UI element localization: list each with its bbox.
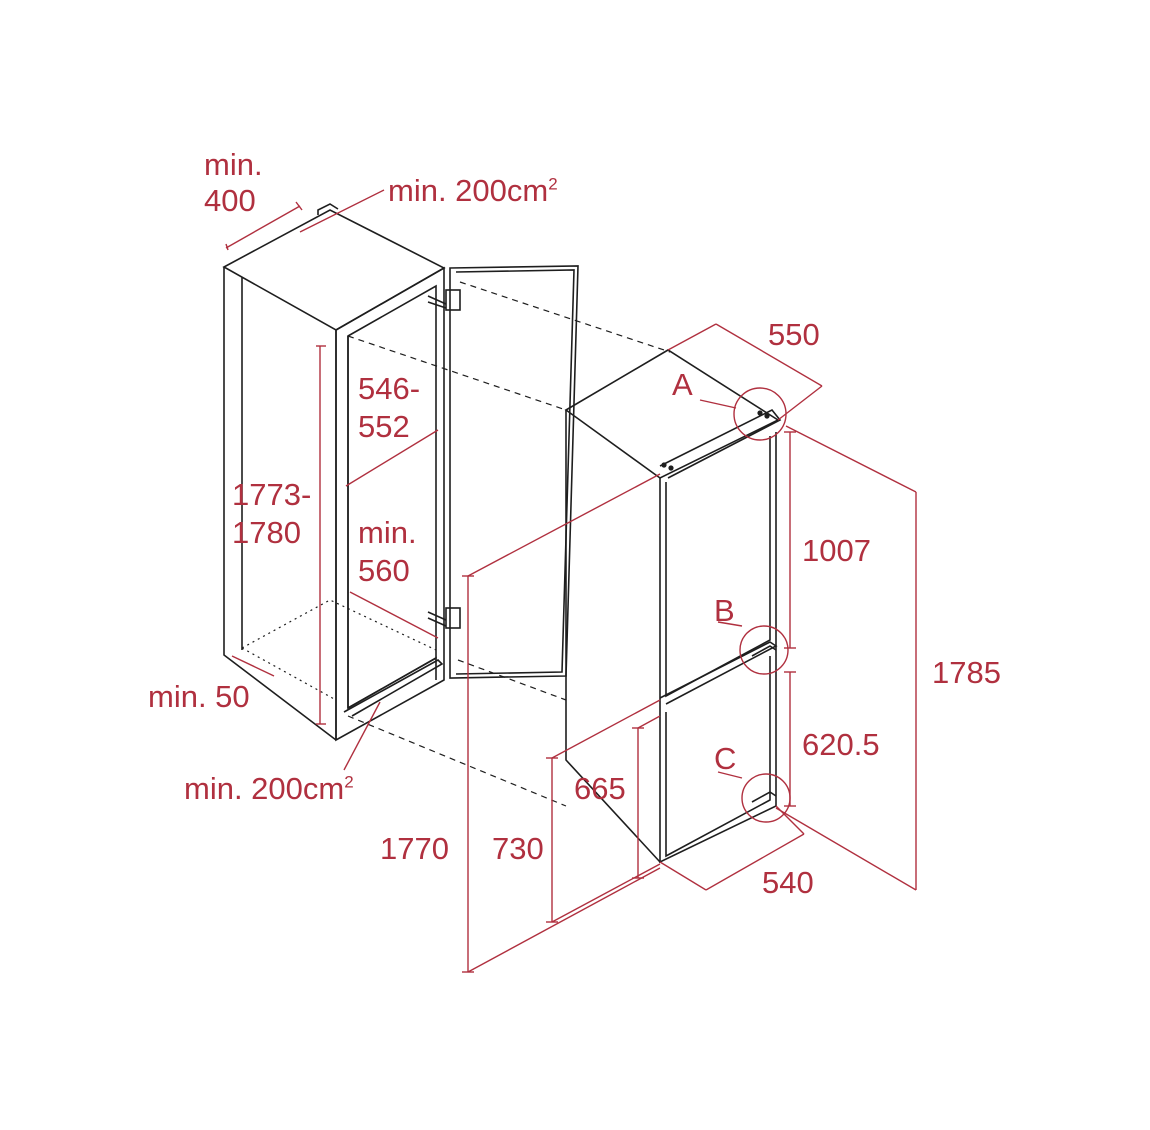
min-400-label-line1: min.: [204, 147, 263, 182]
fridge-appliance: [564, 349, 782, 864]
min-400-label-line2: 400: [204, 183, 256, 218]
detail-c-label: C: [714, 741, 737, 776]
vent-top-text: min. 200cm: [388, 173, 549, 208]
vent-top-label: min. 200cm2: [388, 172, 558, 210]
niche-cabinet: [222, 203, 446, 742]
assembly-dashed-lines: [347, 281, 671, 807]
vent-top-superscript: 2: [548, 174, 558, 194]
min-50-label: min. 50: [148, 679, 250, 714]
detail-a-label: A: [672, 367, 693, 402]
vent-bottom-label: min. 200cm2: [184, 770, 354, 808]
detail-b-label: B: [714, 593, 735, 628]
niche-width-label-line1: min.: [358, 515, 417, 550]
vent-bottom-text: min. 200cm: [184, 771, 345, 806]
niche-depth-label-line2: 552: [358, 409, 410, 444]
door-panel: [427, 265, 579, 679]
vent-bottom-superscript: 2: [344, 772, 354, 792]
height-1007-label: 1007: [802, 533, 871, 568]
dimension-lines: [225, 189, 917, 973]
height-1770-label: 1770: [380, 831, 449, 866]
niche-height-label-line1: 1773-: [232, 477, 312, 512]
width-540-label: 540: [762, 865, 814, 900]
height-730-label: 730: [492, 831, 544, 866]
niche-depth-label-line1: 546-: [358, 371, 421, 406]
niche-height-label-line2: 1780: [232, 515, 301, 550]
niche-width-label-line2: 560: [358, 553, 410, 588]
width-550-label: 550: [768, 317, 820, 352]
height-665-label: 665: [574, 771, 626, 806]
height-1785-label: 1785: [932, 655, 1001, 690]
height-620-5-label: 620.5: [802, 727, 880, 762]
